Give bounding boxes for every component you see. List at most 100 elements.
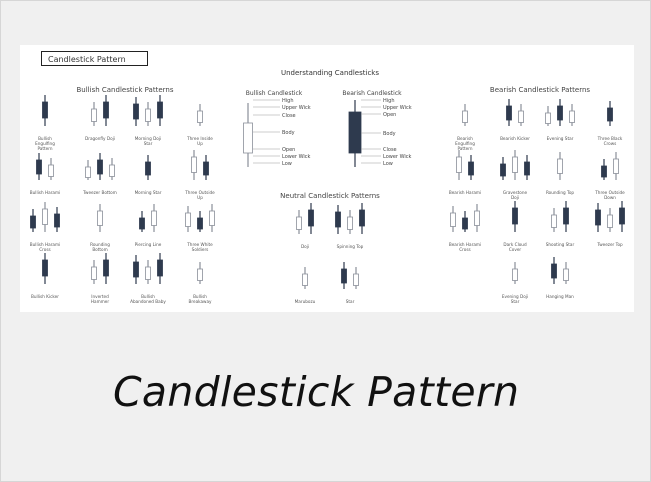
bullish-candle [569, 110, 575, 123]
pattern-label: Morning Star [135, 190, 162, 195]
candlestick-infographic: Candlestick Pattern Understanding Candle… [20, 45, 634, 312]
pattern-label: Tweezer Bottom [82, 190, 117, 195]
anatomy-label: Close [383, 147, 397, 153]
pattern-label: Doji [301, 244, 309, 249]
bullish-candle [462, 110, 468, 123]
pattern-cell: Evening Star [545, 99, 575, 141]
anatomy-label: Body [383, 131, 396, 137]
bullish-candle [197, 110, 203, 123]
bullish-candle [563, 268, 569, 281]
bullish-candle [243, 122, 253, 154]
bullish-candle [456, 156, 462, 173]
bullish-candle [151, 210, 157, 226]
bullish-candle [145, 108, 151, 122]
pattern-cell: Piercing Line [135, 204, 162, 247]
bullish-candle [97, 210, 103, 226]
bearish-candle [103, 101, 109, 119]
bullish-candle [545, 112, 551, 124]
anatomy-label: Upper Wick [282, 105, 311, 111]
bullish-candle [607, 214, 613, 228]
pattern-cell: Morning Star [135, 155, 162, 195]
bearish-candle [335, 211, 341, 228]
caption: Candlestick Pattern [113, 368, 520, 416]
pattern-label: Spinning Top [337, 244, 364, 249]
bullish-candle [302, 273, 308, 286]
bullish-candle [474, 210, 480, 226]
anatomy-label: High [383, 98, 395, 104]
bearish-candle-title: Bearish Candlestick [342, 90, 402, 97]
bearish-candle [139, 217, 145, 230]
bearish-candle [595, 209, 601, 226]
pattern-label: Bearish Harami [449, 190, 481, 195]
pattern-cell: Dragonfly Doji [85, 95, 115, 141]
bullish-candle [91, 266, 97, 280]
pattern-cell: Spinning Top [335, 203, 365, 249]
bearish-candle [506, 105, 512, 121]
anatomy-label: High [282, 98, 294, 104]
pattern-cell: Star [341, 262, 359, 304]
bearish-candle [557, 105, 563, 121]
bullish-candle [551, 214, 557, 228]
bullish-candle [512, 268, 518, 281]
anatomy-label: Close [282, 113, 296, 119]
bullish-candle [85, 166, 91, 178]
pattern-cell: Bearish Harami [449, 150, 481, 195]
bearish-candle [524, 161, 530, 176]
bullish-candle [185, 212, 191, 227]
bearish-candle [607, 107, 613, 122]
bearish-candle [203, 161, 209, 176]
anatomy-label: Open [383, 112, 396, 118]
anatomy-label: Open [282, 147, 295, 153]
pattern-label: Tweezer Top [596, 242, 623, 247]
bearish-candle [97, 159, 103, 175]
bearish-candle [601, 165, 607, 178]
pattern-cell: Bearish Kicker [500, 99, 530, 141]
bullish-candle [450, 212, 456, 227]
bearish-candle [42, 259, 48, 277]
bullish-section-title: Bullish Candlestick Patterns [77, 86, 174, 94]
pattern-label: Piercing Line [135, 242, 162, 247]
pattern-label: Dragonfly Doji [85, 136, 115, 141]
anatomy-label: Lower Wick [282, 154, 311, 160]
pattern-cell: Shooting Star [546, 201, 575, 247]
anatomy-label: Lower Wick [383, 154, 412, 160]
bullish-candle [209, 210, 215, 226]
anatomy-label: Low [383, 161, 393, 167]
bullish-candle [347, 216, 353, 230]
bearish-candle [36, 159, 42, 175]
neutral-section-title: Neutral Candlestick Patterns [280, 192, 380, 200]
pattern-cell: Rounding Top [546, 152, 574, 195]
pattern-label: Bullish Harami [30, 190, 60, 195]
candlestick-chart-art: Understanding Candlesticks Bullish Candl… [30, 69, 625, 304]
bullish-candle [518, 110, 524, 123]
bearish-candle [103, 259, 109, 277]
bearish-candle [145, 161, 151, 176]
pattern-label: Rounding Top [546, 190, 574, 195]
bearish-candle [563, 207, 569, 225]
bullish-candle [353, 273, 359, 286]
bearish-candle [308, 209, 314, 227]
anatomy-label: Upper Wick [383, 105, 412, 111]
pattern-cell: Marubozu [295, 267, 316, 304]
bullish-candle [145, 266, 151, 280]
